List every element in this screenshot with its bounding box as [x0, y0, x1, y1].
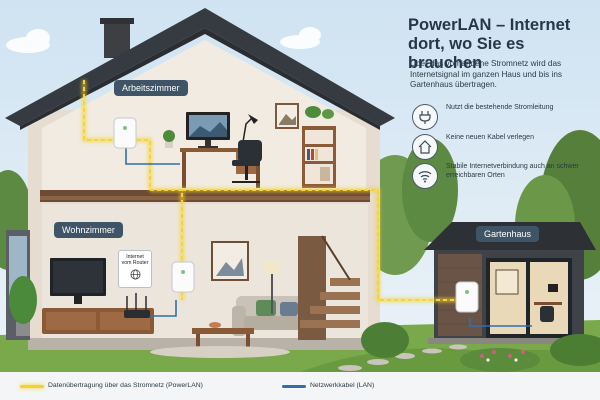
- router-label-line2: vom Router: [121, 260, 149, 267]
- powerlan-adapters: [113, 117, 479, 313]
- router-label-line1: Internet: [126, 254, 144, 260]
- clouds: [6, 27, 321, 53]
- router-info-card: Internet vom Router: [118, 250, 152, 288]
- room-label-living: Wohnzimmer: [54, 222, 123, 238]
- legend-swatch-powerline: [20, 385, 44, 388]
- garden-house: [424, 222, 596, 344]
- house-icon: [412, 134, 438, 160]
- globe-icon: [130, 269, 140, 280]
- office-furniture: [163, 103, 336, 188]
- feature-text-house: Keine neuen Kabel verlegen: [446, 134, 534, 141]
- wifi-icon: [412, 163, 438, 189]
- feature-item-wifi: Stabile Internetverbindung auch an schwe…: [412, 163, 592, 193]
- room-label-garden: Gartenhaus: [476, 226, 540, 242]
- garden-path: [338, 344, 467, 371]
- garden-plants: [361, 322, 600, 372]
- living-furniture: [9, 235, 360, 358]
- feature-text-wifi: Stabile Internetverbindung auch an schwe…: [446, 163, 579, 179]
- legend: Datenübertragung über das Stromnetz (Pow…: [0, 372, 600, 400]
- room-label-office: Arbeitszimmer: [114, 80, 188, 96]
- powerline-paths: [81, 80, 473, 310]
- feature-item-plug: Nutzt die bestehende Stromleitung: [412, 104, 592, 134]
- feature-text-plug: Nutzt die bestehende Stromleitung: [446, 104, 554, 111]
- legend-label-lan: Netzwerkkabel (LAN): [310, 382, 375, 389]
- diagram-description: Über das vorhandene Stromnetz wird das I…: [410, 59, 563, 89]
- feature-item-house: Keine neuen Kabel verlegen: [412, 134, 592, 164]
- lan-cables: [125, 148, 532, 327]
- legend-swatch-lan: [282, 385, 306, 388]
- plug-icon: [412, 104, 438, 130]
- diagram-title: PowerLAN – Internet dort, wo Sie es brau…: [408, 16, 571, 72]
- legend-label-powerline: Datenübertragung über das Stromnetz (Pow…: [48, 382, 203, 389]
